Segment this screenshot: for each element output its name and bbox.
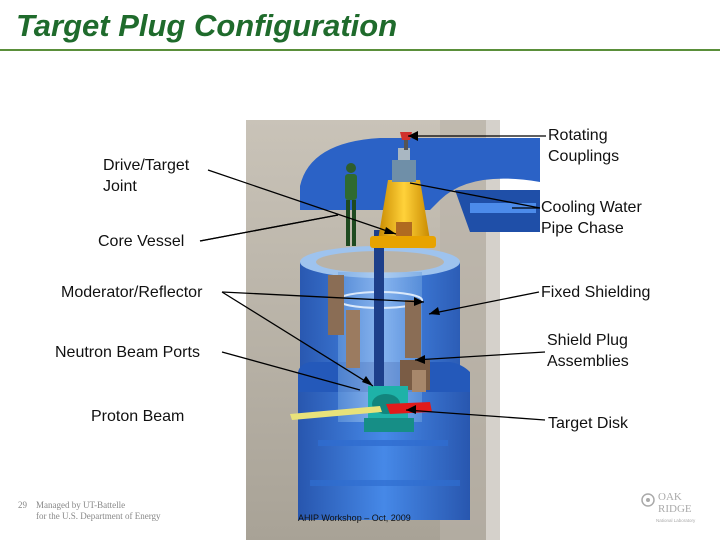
logo-line3: National Laboratory <box>656 518 696 523</box>
leader-shield-plug-assemblies <box>414 351 546 361</box>
label-cooling-water-pipe-chase: Cooling Water Pipe Chase <box>541 199 642 237</box>
shield-plug-block <box>346 310 360 368</box>
leader-fixed-shielding <box>428 291 540 315</box>
drive-shaft <box>374 230 384 400</box>
logo-line2: RIDGE <box>658 503 692 515</box>
title-divider <box>0 49 720 51</box>
label-neutron-beam-ports: Neutron Beam Ports <box>55 344 200 361</box>
leader-neutron-beam-ports <box>221 351 361 391</box>
pipe-chase-deck <box>300 138 540 210</box>
label-shield-plug-assemblies: Shield Plug Assemblies <box>547 332 629 370</box>
footer-managed-by: Managed by UT-Battelle for the U.S. Depa… <box>36 500 161 521</box>
label-fixed-shielding: Fixed Shielding <box>541 284 651 301</box>
logo-line1: OAK <box>658 491 682 503</box>
leader-moderator-reflector <box>221 291 425 303</box>
target-disk <box>386 402 432 414</box>
label-rotating-couplings: Rotating Couplings <box>548 127 620 165</box>
drive-target-joint <box>378 180 430 240</box>
rotating-couplings <box>392 160 416 182</box>
proton-beam <box>290 406 382 420</box>
leader-target-disk <box>405 409 546 421</box>
slide-title: Target Plug Configuration <box>16 8 398 43</box>
label-moderator-reflector: Moderator/Reflector <box>61 284 203 301</box>
label-core-vessel: Core Vessel <box>98 233 185 250</box>
leader-core-vessel <box>199 214 339 242</box>
leader-drive-target-joint <box>207 169 397 235</box>
leader-lines <box>199 135 546 421</box>
shield-plug-block <box>405 300 421 358</box>
label-target-disk: Target Disk <box>548 415 629 432</box>
person-figure <box>346 163 356 173</box>
footer-event: AHIP Workshop – Oct, 2009 <box>298 513 411 523</box>
leader-arrowheads <box>362 131 440 414</box>
label-drive-target-joint: Drive/Target Joint <box>103 157 190 195</box>
oak-ridge-logo: OAK RIDGE National Laboratory <box>641 491 696 523</box>
shield-plug-block <box>328 275 344 335</box>
label-proton-beam: Proton Beam <box>91 408 185 425</box>
page-number: 29 <box>18 500 27 510</box>
